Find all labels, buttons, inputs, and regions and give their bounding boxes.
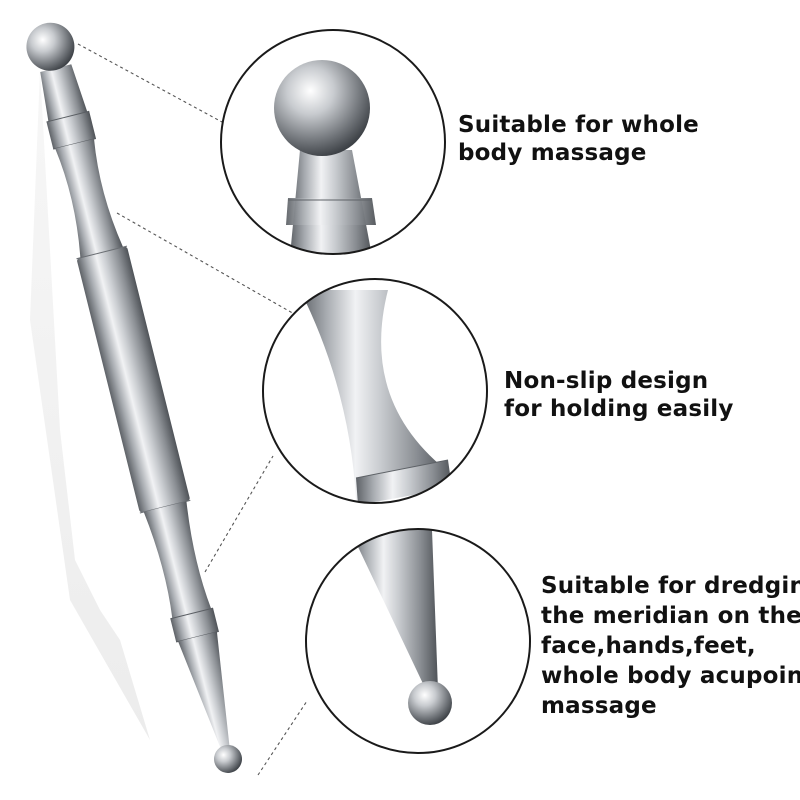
caption-line: Suitable for dredging [541,573,800,599]
detail-circle-middle [262,278,488,504]
detail-circle-top [220,29,446,255]
wand-shadow [30,70,150,740]
caption-line: face,hands,feet, [541,633,756,659]
caption-line: the meridian on the [541,603,800,629]
detail-circle-bottom [305,528,531,754]
feature-caption-2: Non-slip design for holding easily [504,367,734,423]
feature-caption-1: Suitable for whole body massage [458,111,699,167]
feature-caption-3: Suitable for dredging the meridian on th… [541,571,800,721]
connector-lines [77,43,308,776]
caption-line: body massage [458,140,647,166]
caption-line: Non-slip design [504,368,709,394]
caption-line: massage [541,693,657,719]
caption-line: Suitable for whole [458,112,699,138]
massage-wand [26,22,242,773]
caption-line: for holding easily [504,396,734,422]
caption-line: whole body acupoint [541,663,800,689]
